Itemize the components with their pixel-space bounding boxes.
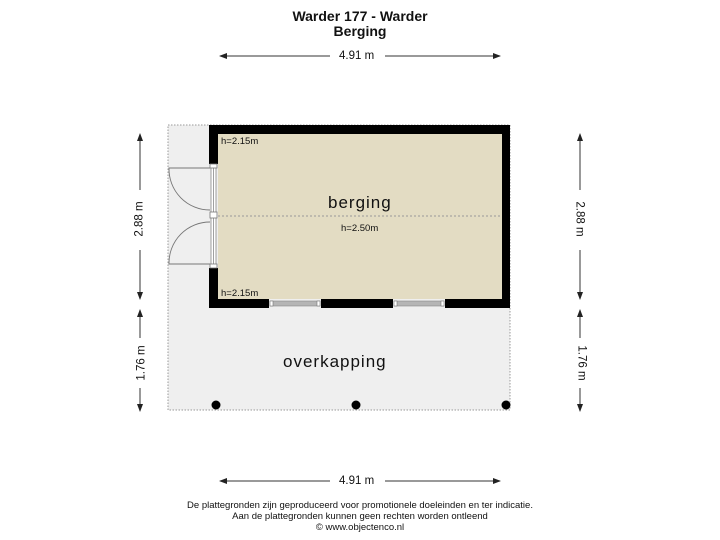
height-label-center: h=2.50m <box>341 223 379 234</box>
dimension-top-width: 4.91 m <box>336 50 378 62</box>
window-1 <box>269 300 321 307</box>
height-label-top-left: h=2.15m <box>221 136 259 147</box>
post-2 <box>351 400 361 410</box>
post-1 <box>211 400 221 410</box>
copyright-link[interactable]: © www.objectenco.nl <box>315 522 405 533</box>
floorplan-title: Warder 177 - Warder <box>292 8 428 24</box>
dimension-left-upper: 2.88 m <box>133 198 146 240</box>
dimension-right-upper: 2.88 m <box>573 198 586 240</box>
disclaimer-footer: De plattegronden zijn geproduceerd voor … <box>0 500 720 533</box>
door-swing-lower <box>168 221 211 265</box>
post-3 <box>501 400 511 410</box>
dimension-right-lower: 1.76 m <box>575 342 588 384</box>
disclaimer-line-2: Aan de plattegronden kunnen geen rechten… <box>232 511 488 522</box>
window-2 <box>393 300 445 307</box>
door-swing-upper <box>168 167 211 211</box>
height-label-bottom-left: h=2.15m <box>221 288 259 299</box>
disclaimer-line-1: De plattegronden zijn geproduceerd voor … <box>187 500 533 511</box>
floorplan-subtitle: Berging <box>333 23 387 39</box>
room-label-overkapping: overkapping <box>283 352 387 371</box>
room-label-berging: berging <box>328 193 392 212</box>
dimension-bottom-width: 4.91 m <box>336 475 378 487</box>
dimension-left-lower: 1.76 m <box>135 342 148 384</box>
